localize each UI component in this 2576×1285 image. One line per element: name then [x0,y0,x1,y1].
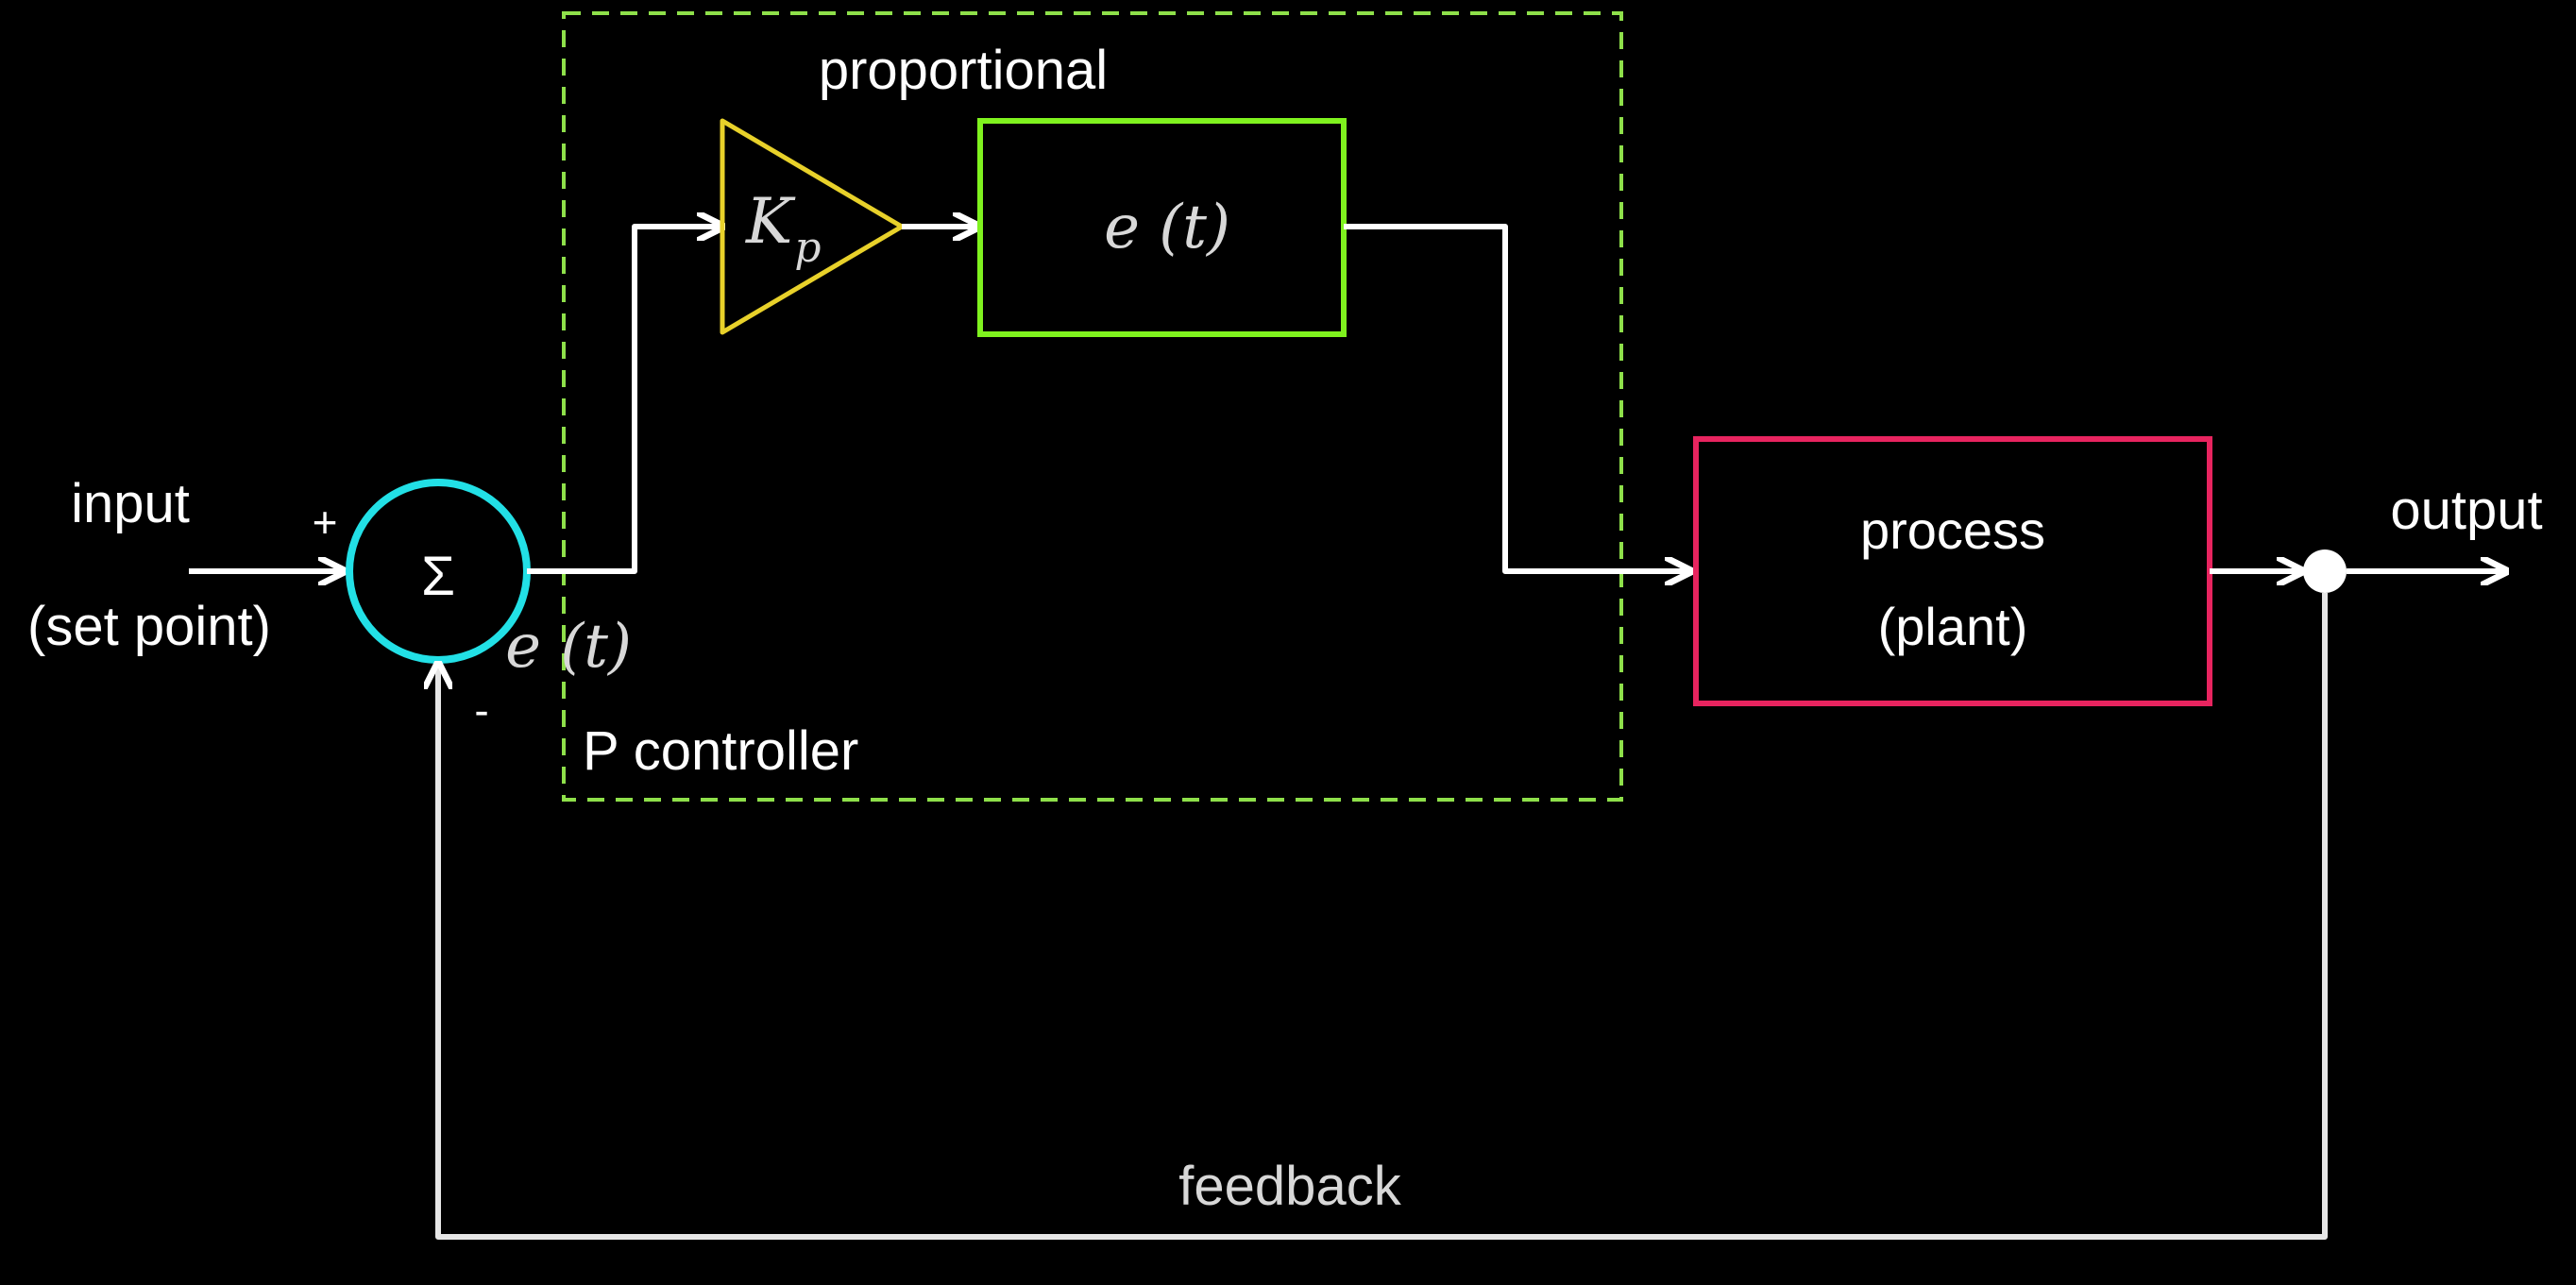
proportional-label: proportional [819,40,1108,101]
plus-sign: + [313,498,338,547]
sigma-symbol: Σ [421,546,455,607]
feedback-label: feedback [1178,1156,1401,1217]
set-point-label: (set point) [27,596,271,657]
controller-boundary [562,11,1623,802]
gain-symbol: Kp [745,185,821,272]
controller-label: P controller [583,720,858,782]
feedback-path [438,593,2328,1240]
proportional-block-expression: e (t) [1104,193,1230,262]
control-signal-wire [1344,224,1690,571]
error-signal-wire [527,227,722,574]
process-label: process [1860,500,2045,560]
minus-sign: - [474,685,488,735]
output-takeoff-node [2303,550,2347,593]
output-label: output [2390,480,2542,541]
input-label: input [71,473,190,534]
error-signal-label: e (t) [505,612,632,682]
gain-triangle [720,118,905,335]
plant-label: (plant) [1878,597,2028,656]
